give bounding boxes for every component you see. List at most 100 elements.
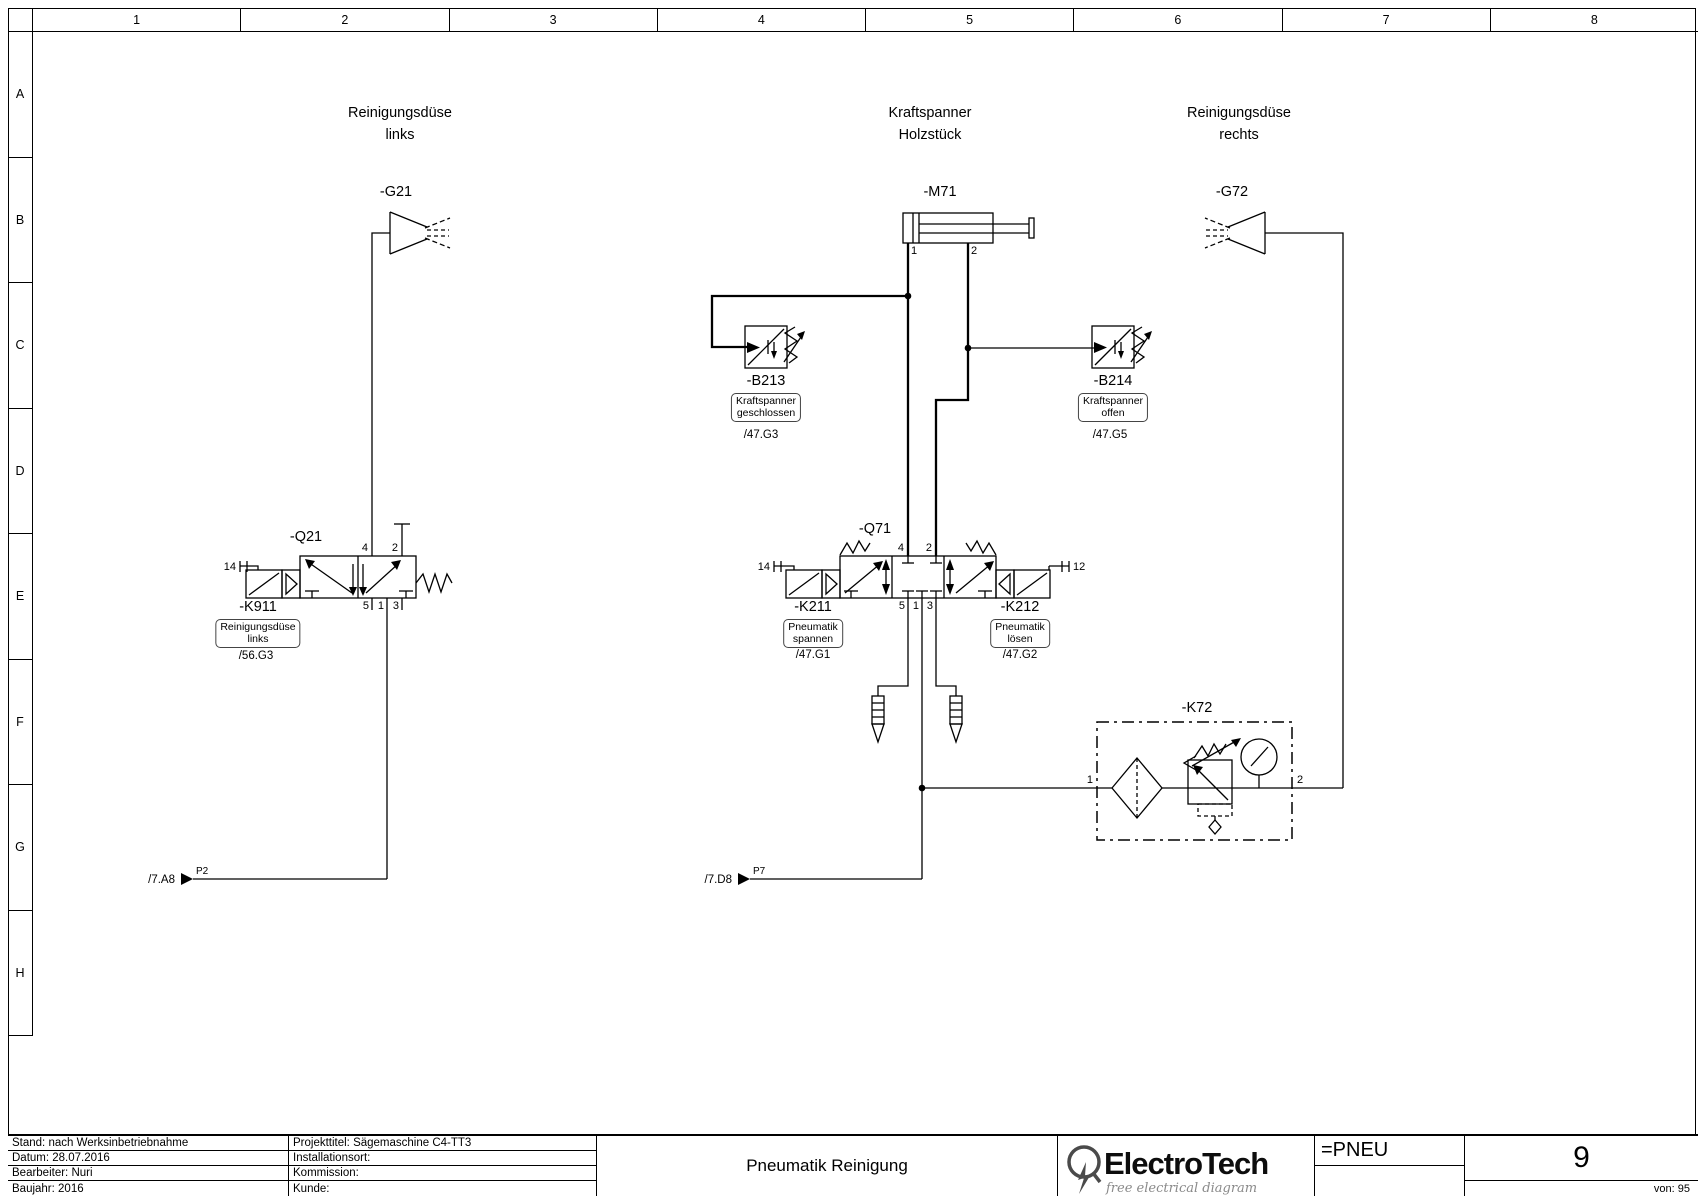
plant-code: =PNEU xyxy=(1315,1136,1464,1166)
tb-bearbeiter: Bearbeiter: Nuri xyxy=(8,1166,288,1181)
ruler-corner xyxy=(8,8,33,31)
label-k212: -K212 xyxy=(1000,599,1040,615)
page-number: 9 xyxy=(1465,1136,1698,1181)
row-label-h: H xyxy=(8,910,33,1036)
title-block: Stand: nach Werksinbetriebnahme Projektt… xyxy=(8,1134,1698,1196)
label-g21: -G21 xyxy=(379,184,413,200)
row-label-b: B xyxy=(8,157,33,283)
label-k911: -K911 xyxy=(239,599,277,615)
q71-port14-label: 14 xyxy=(758,561,770,573)
column-ruler: 1 2 3 4 5 6 7 8 xyxy=(8,8,1698,32)
row-ruler: A B C D E F G H xyxy=(8,32,33,1036)
label-b214: -B214 xyxy=(1093,373,1133,389)
label-m71: -M71 xyxy=(923,184,957,200)
tb-baujahr: Baujahr: 2016 xyxy=(12,1182,84,1195)
cylinder-m71-symbol: 1 2 xyxy=(902,212,1035,257)
crossref-k211: /47.G1 xyxy=(795,649,831,661)
column-label-2: 2 xyxy=(241,8,450,31)
tb-datum: Datum: 28.07.2016 xyxy=(8,1151,288,1166)
q71-port2-label: 2 xyxy=(926,542,932,554)
plant-cell: =PNEU xyxy=(1315,1136,1465,1196)
column-label-7: 7 xyxy=(1283,8,1491,31)
label-b213: -B213 xyxy=(746,373,786,389)
m71-port2-label: 2 xyxy=(971,245,977,257)
drawing-title: Pneumatik Reinigung xyxy=(597,1136,1058,1196)
q71-port12-label: 12 xyxy=(1073,561,1085,573)
title-block-info-table: Stand: nach Werksinbetriebnahme Projektt… xyxy=(8,1136,597,1196)
q71-port5-label: 5 xyxy=(899,600,905,612)
row-label-a: A xyxy=(8,32,33,158)
connector-p7: /7.D8 P7 xyxy=(705,866,766,886)
silencer-left xyxy=(871,695,885,745)
q71-port3-label: 3 xyxy=(927,600,933,612)
tb-kunde: Kunde: xyxy=(288,1181,596,1196)
service-unit-k72-symbol: 1 2 xyxy=(1087,721,1303,841)
logo-name: ElectroTech xyxy=(1104,1146,1268,1181)
q21-port1-label: 1 xyxy=(378,600,384,612)
k72-port1-label: 1 xyxy=(1087,774,1093,786)
nozzle-g72-symbol xyxy=(1204,211,1266,255)
q21-port4-label: 4 xyxy=(362,542,368,554)
crossref-k911: /56.G3 xyxy=(238,650,274,662)
sensor-b213-symbol xyxy=(744,325,805,369)
row-label-c: C xyxy=(8,283,33,409)
p2-label: P2 xyxy=(196,866,209,877)
label-k72: -K72 xyxy=(1181,700,1213,716)
p7-crossref: /7.D8 xyxy=(705,874,733,886)
wires xyxy=(193,232,1344,880)
tb-kommission: Kommission: xyxy=(288,1166,596,1181)
page-count: von: 95 xyxy=(1653,1182,1690,1195)
row-label-g: G xyxy=(8,785,33,911)
q21-port2-label: 2 xyxy=(392,542,398,554)
plant-empty xyxy=(1315,1166,1464,1196)
k72-port2-label: 2 xyxy=(1297,774,1303,786)
valve-q21-symbol: 14 4 2 5 1 3 xyxy=(224,542,453,612)
column-label-1: 1 xyxy=(33,8,242,31)
q71-port4-label: 4 xyxy=(898,542,904,554)
page-cell: 9 von: 95 xyxy=(1465,1136,1698,1196)
m71-port1-label: 1 xyxy=(911,245,917,257)
row-label-f: F xyxy=(8,659,33,785)
silencer-right xyxy=(949,695,963,745)
p2-crossref: /7.A8 xyxy=(148,874,175,886)
lightning-icon xyxy=(1078,1162,1091,1194)
column-label-8: 8 xyxy=(1590,12,1598,27)
column-label-5: 5 xyxy=(866,8,1075,31)
tb-projekttitel: Projekttitel: Sägemaschine C4-TT3 xyxy=(288,1136,596,1151)
label-g72: -G72 xyxy=(1215,184,1249,200)
crossref-b213: /47.G3 xyxy=(743,429,779,441)
sensor-b214-symbol xyxy=(1091,325,1152,369)
row-label-e: E xyxy=(8,534,33,660)
row-label-d: D xyxy=(8,408,33,534)
crossref-b214: /47.G5 xyxy=(1092,429,1128,441)
crossref-k212: /47.G2 xyxy=(1002,649,1038,661)
column-label-6: 6 xyxy=(1074,8,1283,31)
label-k211: -K211 xyxy=(794,599,832,615)
p7-label: P7 xyxy=(753,866,766,877)
q71-port1-label: 1 xyxy=(913,600,919,612)
tb-installationsort: Installationsort: xyxy=(288,1151,596,1166)
label-q71: -Q71 xyxy=(858,521,892,537)
q21-port3-label: 3 xyxy=(393,600,399,612)
logo-cell: ElectroTech free electrical diagram xyxy=(1058,1136,1315,1196)
connector-p2: /7.A8 P2 xyxy=(148,866,209,886)
q21-port14-label: 14 xyxy=(224,561,236,573)
label-q21: -Q21 xyxy=(289,529,323,545)
logo-slogan: free electrical diagram xyxy=(1105,1181,1257,1196)
nozzle-g21-symbol xyxy=(389,211,451,255)
column-label-4: 4 xyxy=(658,8,866,31)
q21-port5-label: 5 xyxy=(363,600,369,612)
valve-q71-symbol: 14 12 4 2 5 1 3 xyxy=(758,539,1085,612)
tb-stand: Stand: nach Werksinbetriebnahme xyxy=(8,1136,288,1151)
column-label-3: 3 xyxy=(450,8,658,31)
